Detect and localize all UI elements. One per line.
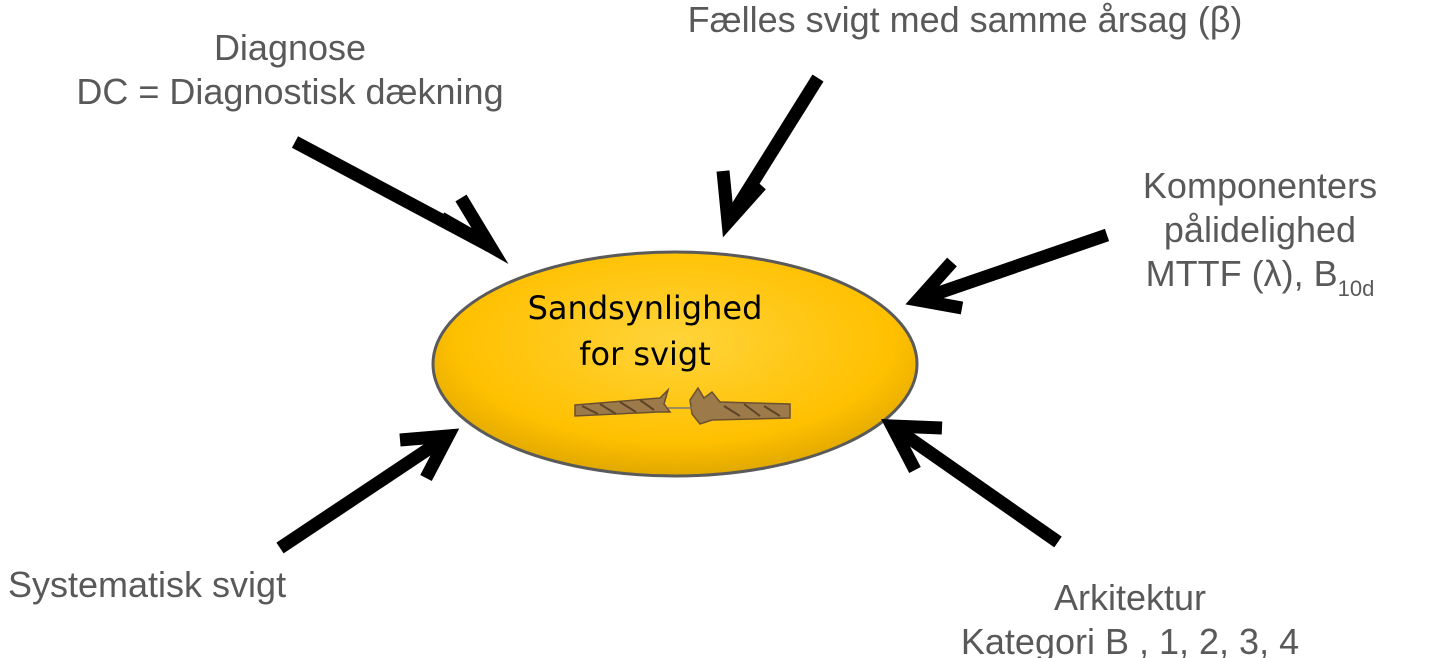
- label-diagnose-detail: DC = Diagnostisk dækning: [76, 71, 504, 112]
- label-komponent-line2: pålidelighed: [1163, 209, 1357, 250]
- arrow-faelles: [716, 74, 824, 238]
- center-label-line1: Sandsynlighed: [527, 289, 763, 327]
- arrow-systematisk: [276, 428, 460, 554]
- label-komponent-mttf: MTTF (λ), B: [1145, 253, 1338, 294]
- label-systematisk-svigt: Systematisk svigt: [8, 563, 286, 607]
- label-arkitektur-title: Arkitektur: [1053, 577, 1207, 618]
- label-faelles-text: Fælles svigt med samme årsag (β): [687, 0, 1243, 40]
- label-arkitektur: Arkitektur Kategori B , 1, 2, 3, 4: [930, 576, 1330, 658]
- label-diagnose-title: Diagnose: [213, 27, 367, 68]
- label-komponent-line1: Komponenters: [1142, 165, 1378, 206]
- label-arkitektur-detail: Kategori B , 1, 2, 3, 4: [960, 621, 1300, 658]
- label-faelles-svigt: Fælles svigt med samme årsag (β): [620, 0, 1310, 42]
- center-label-line2: for svigt: [579, 335, 711, 373]
- arrow-komponent: [905, 228, 1110, 315]
- label-komponent-line3: MTTF (λ), B10d: [1110, 252, 1410, 300]
- broken-rope-icon: [574, 386, 791, 425]
- label-komponent-subscript: 10d: [1337, 276, 1375, 301]
- center-ellipse: [431, 250, 919, 478]
- label-systematisk-text: Systematisk svigt: [8, 564, 287, 605]
- label-diagnose: Diagnose DC = Diagnostisk dækning: [20, 26, 560, 114]
- arrow-diagnose: [291, 136, 509, 265]
- label-komponenters: Komponenters pålidelighed MTTF (λ), B10d: [1110, 164, 1410, 300]
- arrow-arkitektur: [881, 419, 1062, 548]
- center-label: Sandsynlighed for svigt: [480, 285, 810, 377]
